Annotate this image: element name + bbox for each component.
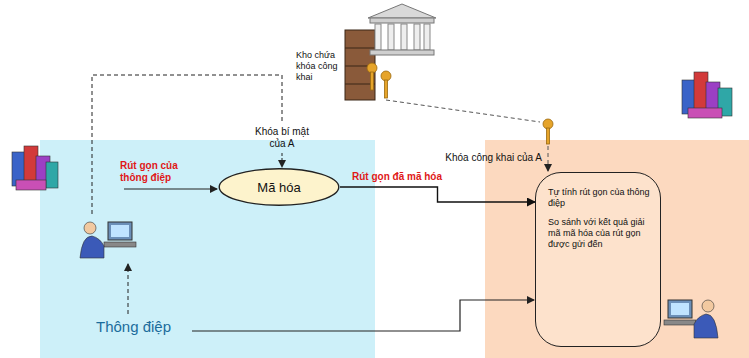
edge-label: Rút gọn đã mã hóa xyxy=(352,171,442,183)
node-text: Tự tính rút gọn của thông điệp xyxy=(548,187,650,209)
server-icon xyxy=(682,72,732,118)
message-line xyxy=(192,300,534,331)
flow-arrow xyxy=(340,187,535,202)
receiver-panel xyxy=(485,140,749,358)
private-key-arrow xyxy=(282,153,283,167)
process-oval: Mã hóa xyxy=(218,168,340,206)
sender-panel xyxy=(40,140,375,358)
key-label: Khóa công khai của A xyxy=(436,152,542,164)
public-key-store xyxy=(345,4,436,100)
store-label: Kho chứa khóa công khai xyxy=(296,50,346,83)
message-label: Thông điệp xyxy=(96,318,192,336)
key-icon xyxy=(543,119,553,144)
sender-person xyxy=(80,222,136,258)
key-icon xyxy=(367,63,391,98)
digest-label: Rút gọn của thông điệp xyxy=(120,160,202,184)
verify-box: Tự tính rút gọn của thông điệp So sánh vớ… xyxy=(535,172,661,347)
key-label: Khóa bí mật của A xyxy=(250,126,314,150)
node-text: So sánh với kết quả giải mã mã hóa của r… xyxy=(548,217,650,250)
message-up-arrow xyxy=(128,264,129,314)
digest-arrow xyxy=(124,188,217,189)
public-key-path xyxy=(386,100,540,122)
server-icon xyxy=(12,146,58,190)
node-title: Mã hóa xyxy=(257,180,300,195)
public-key-arrow xyxy=(548,146,549,171)
receiver-person xyxy=(664,300,718,338)
